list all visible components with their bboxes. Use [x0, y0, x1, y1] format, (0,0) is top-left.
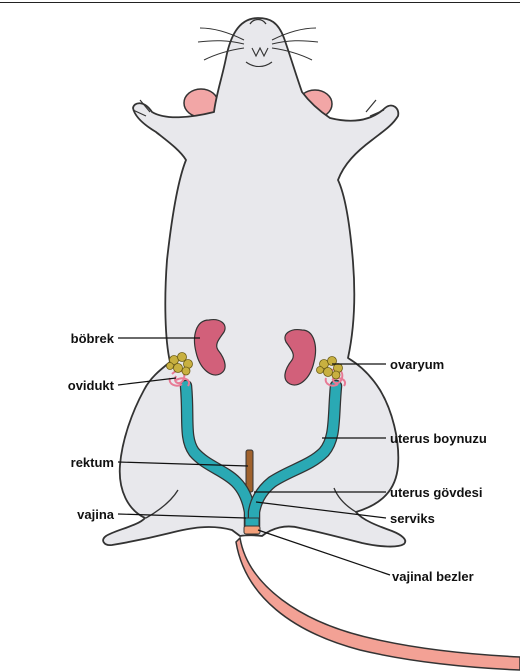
- mouse-body: [103, 18, 405, 547]
- label-rektum: rektum: [34, 455, 114, 470]
- vaginal-glands: [244, 526, 260, 534]
- label-uterus-boynuzu: uterus boynuzu: [390, 431, 487, 446]
- cervix: [245, 518, 259, 526]
- label-ovidukt: ovidukt: [34, 378, 114, 393]
- label-bobrek: böbrek: [44, 331, 114, 346]
- tail: [236, 538, 520, 670]
- label-vajinal-bezler: vajinal bezler: [392, 569, 474, 584]
- label-uterus-govdesi: uterus gövdesi: [390, 485, 482, 500]
- label-serviks: serviks: [390, 511, 435, 526]
- label-vajina: vajina: [34, 507, 114, 522]
- rectum: [246, 450, 253, 492]
- label-ovaryum: ovaryum: [390, 357, 444, 372]
